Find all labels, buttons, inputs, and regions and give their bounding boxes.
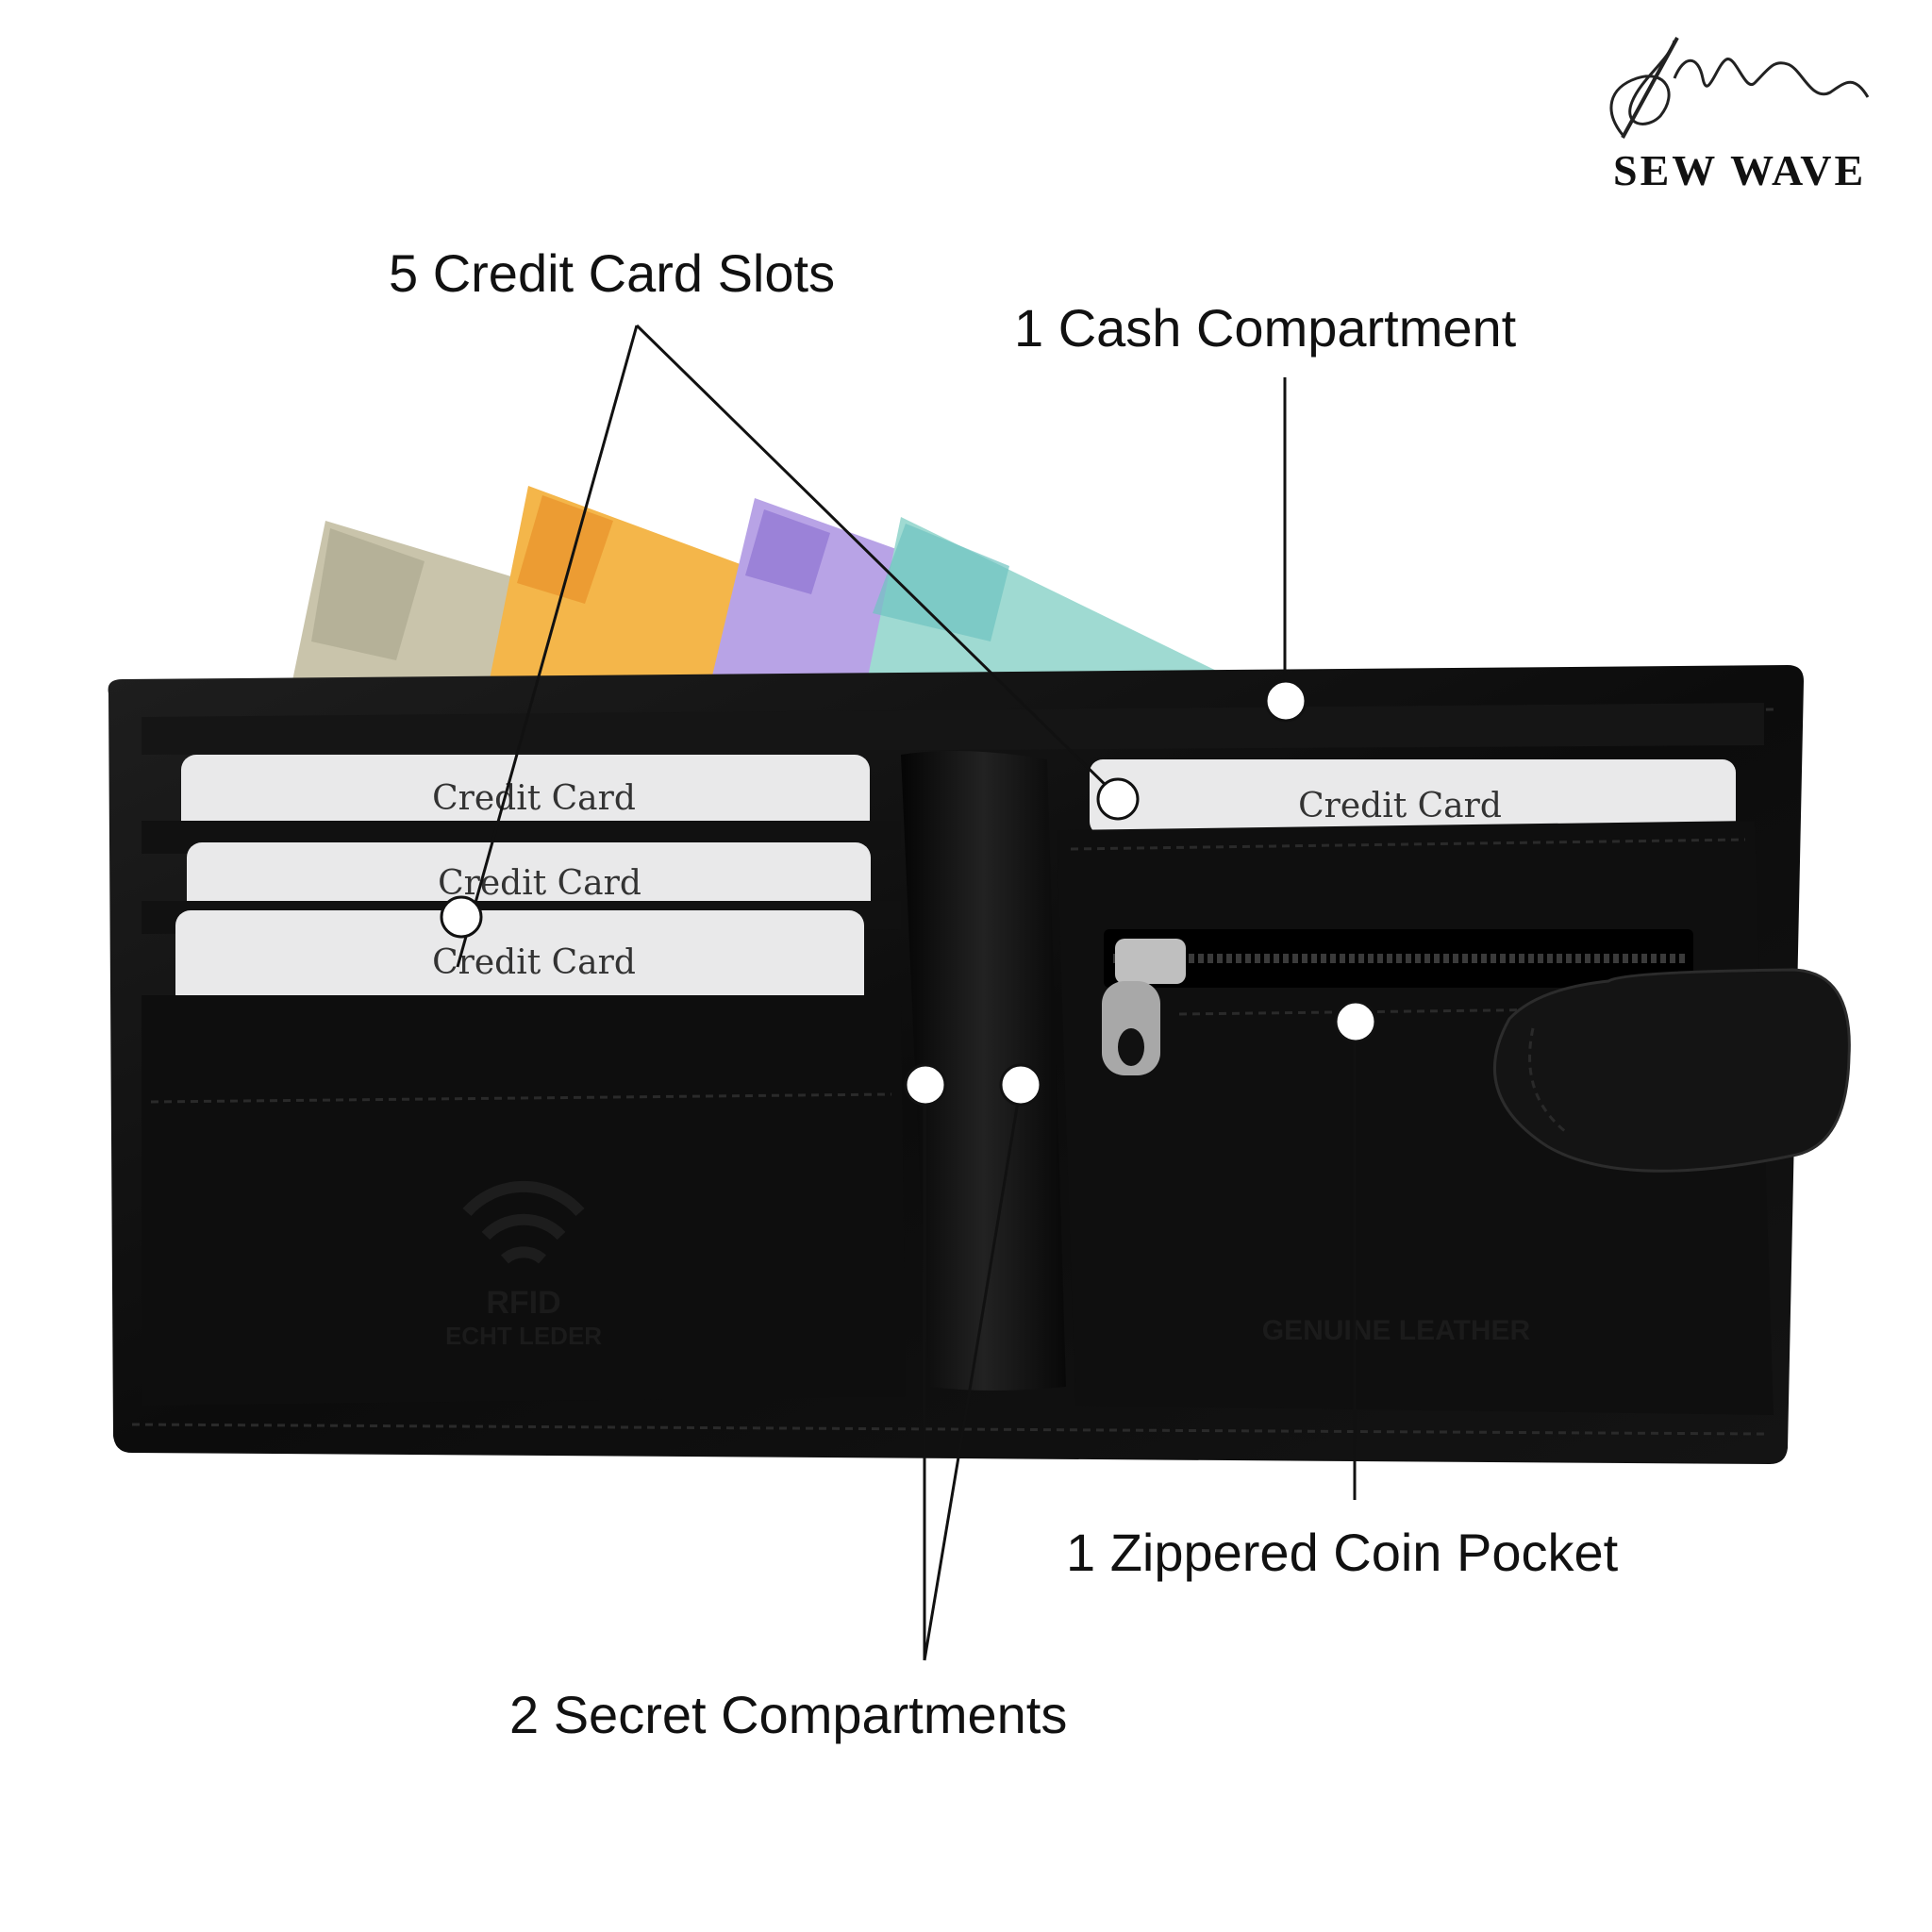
secret-compartment-marker-1 xyxy=(904,1063,947,1107)
callout-zippered-coin-pocket: 1 Zippered Coin Pocket xyxy=(1066,1523,1619,1582)
cash-compartment-edge xyxy=(142,703,1764,755)
needle-thread-icon xyxy=(1609,37,1870,139)
credit-card-4-label: Credit Card xyxy=(1298,787,1502,825)
wallet-spine xyxy=(901,751,1066,1391)
clasp-strap xyxy=(1492,968,1851,1173)
secret-compartment-marker-2 xyxy=(999,1063,1042,1107)
credit-card-2-label: Credit Card xyxy=(438,864,641,903)
banknote-10-pattern xyxy=(873,524,1009,641)
banknote-100-pattern xyxy=(745,509,830,594)
banknote-20-pattern xyxy=(311,528,425,660)
credit-card-1-label: Credit Card xyxy=(432,779,636,818)
brand-name: SEW WAVE xyxy=(1613,146,1867,194)
credit-card-slot-marker-left xyxy=(440,895,483,939)
credit-card-3 xyxy=(175,910,864,1009)
coin-pocket-marker xyxy=(1334,1000,1377,1043)
rfid-emboss: RFID ECHT LEDER xyxy=(445,1180,602,1350)
callout-cash-compartment: 1 Cash Compartment xyxy=(1014,298,1517,358)
callout-credit-card-slots: 5 Credit Card Slots xyxy=(389,243,836,303)
rfid-text: RFID xyxy=(486,1285,560,1321)
banknote-200-pattern xyxy=(517,495,613,604)
rfid-pocket xyxy=(142,995,906,1406)
rfid-subtext: ECHT LEDER xyxy=(445,1322,602,1350)
genuine-leather-text: GENUINE LEATHER xyxy=(1262,1315,1531,1346)
callout-secret-compartments: 2 Secret Compartments xyxy=(509,1685,1068,1744)
credit-card-4 xyxy=(1090,759,1736,835)
callout-lines xyxy=(456,324,1357,1661)
credit-card-3-label: Credit Card xyxy=(432,943,636,982)
left-card-slots: Credit Card Credit Card Credit Card xyxy=(142,755,906,1406)
cash-compartment-marker xyxy=(1264,679,1307,723)
rfid-signal-icon xyxy=(462,1180,585,1217)
zipper-pull-icon xyxy=(1115,939,1186,984)
credit-card-slot-marker-right xyxy=(1096,777,1140,821)
right-panel: Credit Card GENUINE LEATHER xyxy=(1057,759,1774,1415)
